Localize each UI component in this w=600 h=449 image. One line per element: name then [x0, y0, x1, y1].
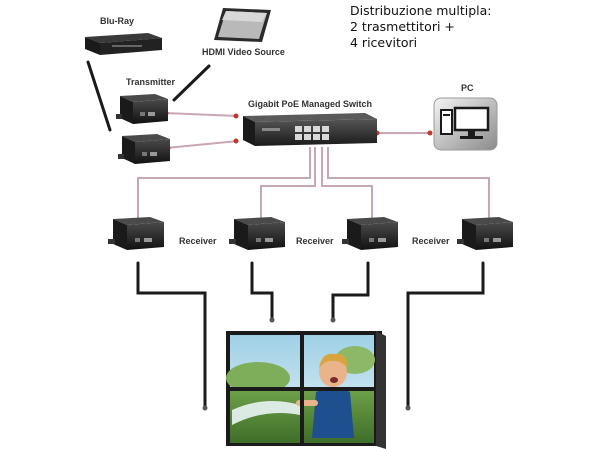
receiver-2	[229, 217, 285, 250]
receiver-label-2: Receiver	[296, 236, 334, 246]
transmitter-1	[116, 94, 168, 124]
receiver-label-3: Receiver	[412, 236, 450, 246]
caption-line-2: 2 trasmettitori +	[350, 19, 455, 34]
hdmi-source-cable	[172, 64, 211, 102]
receiver-link-3	[321, 147, 373, 223]
caption-line-3: 4 ricevitori	[350, 35, 418, 50]
pc-label: PC	[461, 83, 474, 93]
cable-ends	[202, 317, 411, 411]
bluray-cable	[86, 60, 112, 132]
pc-icon	[433, 97, 498, 151]
receiver-4	[457, 217, 513, 250]
receiver-cable-4	[406, 261, 485, 410]
receiver-cable-1	[136, 261, 207, 410]
switch-label: Gigabit PoE Managed Switch	[248, 99, 372, 109]
bluray-label: Blu-Ray	[100, 16, 134, 26]
hdmi-video-source	[214, 8, 271, 42]
tx1-switch-link	[163, 112, 239, 117]
switch-ports	[295, 126, 329, 140]
hdmi-source-label: HDMI Video Source	[202, 47, 285, 57]
receiver-link-2	[260, 147, 316, 223]
receiver-link-4	[327, 147, 490, 223]
transmitter-label: Transmitter	[126, 77, 176, 87]
transmitter-2	[118, 134, 170, 164]
child-figure	[296, 353, 354, 438]
video-wall	[226, 331, 386, 449]
caption-line-1: Distribuzione multipla:	[350, 3, 492, 18]
bluray-player	[85, 33, 162, 55]
hdmi-cables	[86, 60, 485, 410]
diagram-caption: Distribuzione multipla: 2 trasmettitori …	[350, 3, 491, 51]
poe-switch	[243, 113, 377, 146]
receiver-3	[342, 217, 398, 250]
receiver-1	[108, 217, 164, 250]
tx2-switch-link	[165, 140, 239, 149]
receiver-cable-3	[331, 261, 370, 322]
receiver-cable-2	[250, 261, 274, 322]
receiver-label-1: Receiver	[179, 236, 217, 246]
receiver-link-1	[137, 147, 311, 223]
network-lines	[137, 112, 490, 223]
